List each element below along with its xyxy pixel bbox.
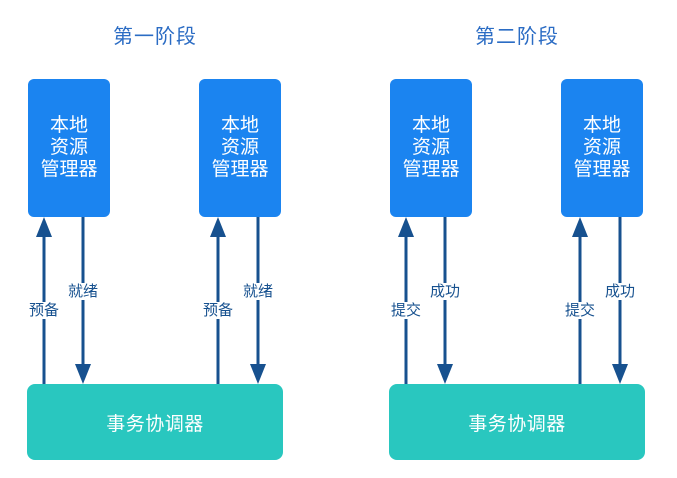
arrow-label: 成功 [603,283,637,300]
arrowhead-down-icon [437,364,453,384]
arrowhead-up-icon [210,217,226,237]
box-label: 事务协调器 [106,413,204,435]
box-label: 本地 资源 管理器 [211,115,269,180]
arrowhead-down-icon [75,364,91,384]
request-arrow-up: 提交 [389,217,423,384]
response-arrow-down: 成功 [428,217,462,384]
phase-section-1: 第一阶段 本地 资源 管理器 本地 资源 管理器 预备 就绪 预备 就绪 [0,0,290,478]
arrow-label: 提交 [389,302,423,319]
response-arrow-down: 就绪 [66,217,100,384]
arrow-label: 就绪 [66,283,100,300]
response-arrow-down: 就绪 [241,217,275,384]
arrow-label: 成功 [428,283,462,300]
request-arrow-up: 提交 [563,217,597,384]
arrowhead-up-icon [36,217,52,237]
local-resource-manager-box: 本地 资源 管理器 [561,79,643,217]
phase-title: 第二阶段 [475,26,559,48]
box-label: 本地 资源 管理器 [573,115,631,180]
transaction-coordinator-box: 事务协调器 [389,384,645,460]
phase-section-2: 第二阶段 本地 资源 管理器 本地 资源 管理器 提交 成功 提交 成功 [362,0,652,478]
arrowhead-up-icon [572,217,588,237]
arrow-label: 预备 [201,302,235,319]
arrow-label: 预备 [27,302,61,319]
request-arrow-up: 预备 [201,217,235,384]
arrowhead-down-icon [250,364,266,384]
arrowhead-down-icon [612,364,628,384]
request-arrow-up: 预备 [27,217,61,384]
box-label: 本地 资源 管理器 [402,115,460,180]
arrow-label: 就绪 [241,283,275,300]
arrowhead-up-icon [398,217,414,237]
transaction-coordinator-box: 事务协调器 [27,384,283,460]
arrow-label: 提交 [563,302,597,319]
response-arrow-down: 成功 [603,217,637,384]
box-label: 本地 资源 管理器 [40,115,98,180]
local-resource-manager-box: 本地 资源 管理器 [199,79,281,217]
phase-title: 第一阶段 [113,26,197,48]
local-resource-manager-box: 本地 资源 管理器 [390,79,472,217]
box-label: 事务协调器 [468,413,566,435]
local-resource-manager-box: 本地 资源 管理器 [28,79,110,217]
